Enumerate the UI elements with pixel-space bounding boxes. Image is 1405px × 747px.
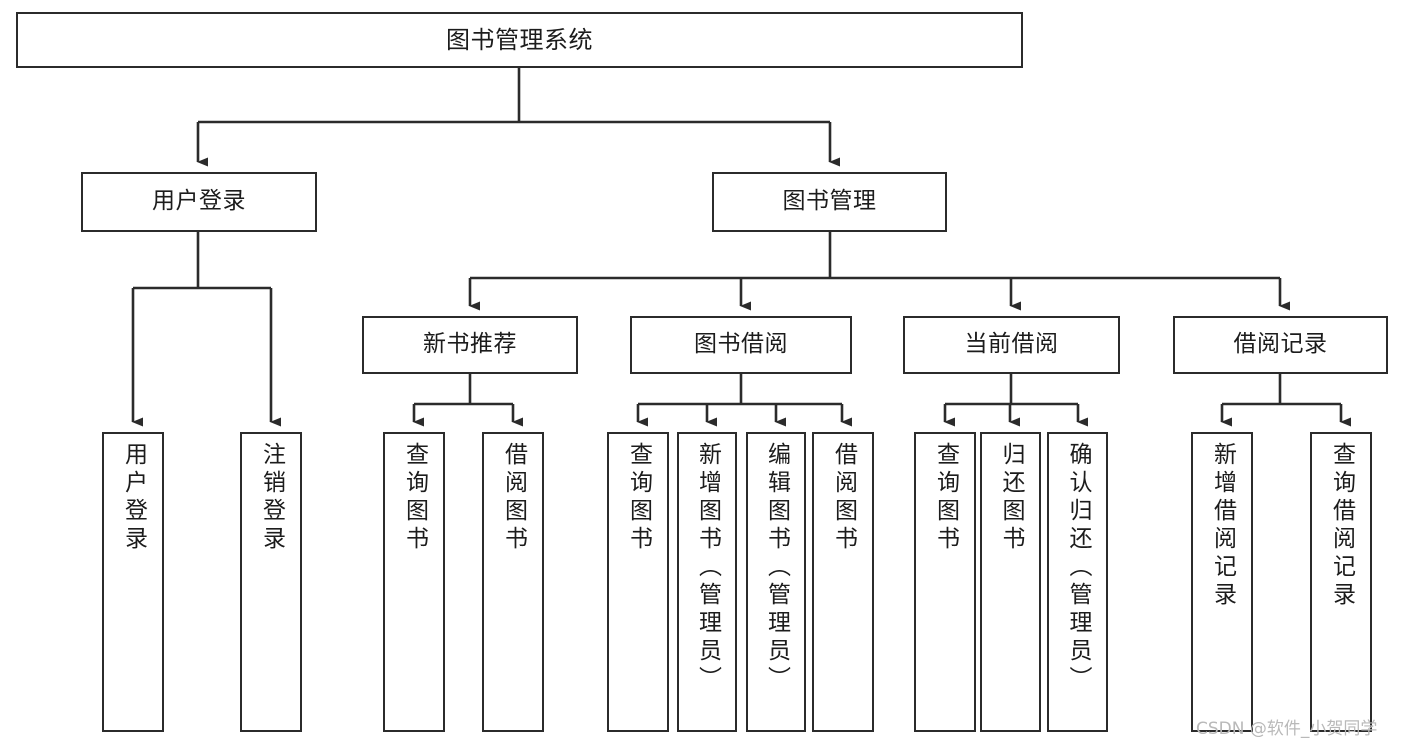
leaf-record-query-record[interactable]: 查询借阅记录 bbox=[1310, 432, 1372, 732]
csdn-watermark: CSDN @软件_小贺同学 bbox=[1196, 719, 1378, 739]
node-label: 归还图书 bbox=[998, 442, 1024, 554]
node-label: 确认归还（管理员） bbox=[1065, 442, 1091, 694]
node-book-borrow[interactable]: 图书借阅 bbox=[630, 316, 852, 374]
node-label: 查询借阅记录 bbox=[1328, 442, 1355, 610]
leaf-record-add-record[interactable]: 新增借阅记录 bbox=[1191, 432, 1253, 732]
leaf-borrow-edit-book-admin[interactable]: 编辑图书（管理员） bbox=[746, 432, 806, 732]
node-user-login[interactable]: 用户登录 bbox=[81, 172, 317, 232]
node-label: 新书推荐 bbox=[423, 331, 517, 358]
node-label: 当前借阅 bbox=[964, 331, 1059, 358]
node-label: 查询图书 bbox=[401, 442, 428, 554]
node-current-borrow[interactable]: 当前借阅 bbox=[903, 316, 1120, 374]
leaf-current-confirm-return-admin[interactable]: 确认归还（管理员） bbox=[1047, 432, 1108, 732]
leaf-current-query-book[interactable]: 查询图书 bbox=[914, 432, 976, 732]
node-book-management[interactable]: 图书管理 bbox=[712, 172, 947, 232]
leaf-borrow-borrow-book[interactable]: 借阅图书 bbox=[812, 432, 874, 732]
node-label: 注销登录 bbox=[258, 442, 285, 554]
node-label: 用户登录 bbox=[120, 442, 147, 554]
leaf-borrow-add-book-admin[interactable]: 新增图书（管理员） bbox=[677, 432, 737, 732]
node-label: 图书借阅 bbox=[694, 331, 788, 358]
node-label: 新增图书（管理员） bbox=[694, 442, 721, 694]
node-label: 图书管理系统 bbox=[446, 25, 593, 54]
node-root-system[interactable]: 图书管理系统 bbox=[16, 12, 1023, 68]
leaf-user-login-login[interactable]: 用户登录 bbox=[102, 432, 164, 732]
node-label: 编辑图书（管理员） bbox=[763, 442, 790, 694]
node-label: 图书管理 bbox=[782, 188, 877, 215]
leaf-borrow-query-book[interactable]: 查询图书 bbox=[607, 432, 669, 732]
node-label: 借阅图书 bbox=[830, 442, 857, 554]
node-label: 借阅图书 bbox=[500, 442, 527, 554]
leaf-current-return-book[interactable]: 归还图书 bbox=[980, 432, 1041, 732]
node-label: 用户登录 bbox=[152, 188, 246, 215]
node-borrow-record[interactable]: 借阅记录 bbox=[1173, 316, 1388, 374]
node-new-book-recommend[interactable]: 新书推荐 bbox=[362, 316, 578, 374]
node-label: 查询图书 bbox=[625, 442, 652, 554]
node-label: 借阅记录 bbox=[1233, 331, 1328, 358]
leaf-recommend-query-book[interactable]: 查询图书 bbox=[383, 432, 445, 732]
node-label: 新增借阅记录 bbox=[1209, 442, 1236, 610]
leaf-user-login-logout[interactable]: 注销登录 bbox=[240, 432, 302, 732]
leaf-recommend-borrow-book[interactable]: 借阅图书 bbox=[482, 432, 544, 732]
node-label: 查询图书 bbox=[932, 442, 959, 554]
